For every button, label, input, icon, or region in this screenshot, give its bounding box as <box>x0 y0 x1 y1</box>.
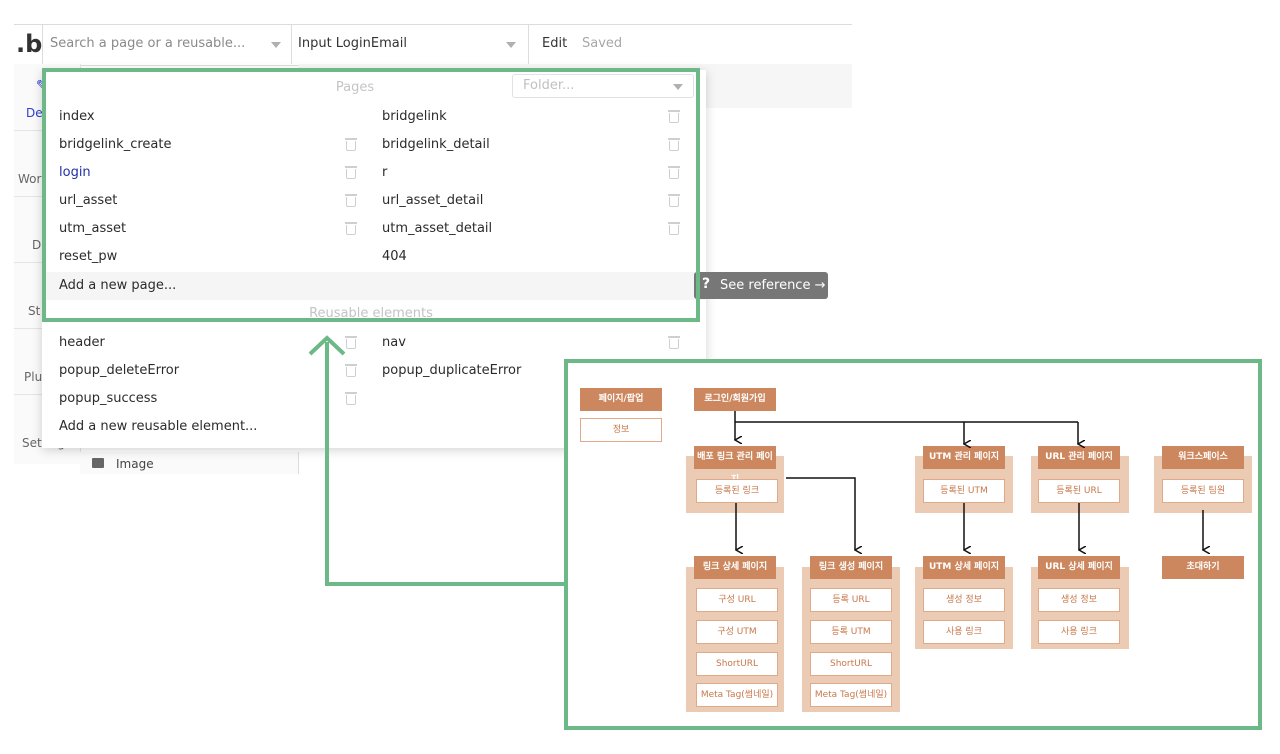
node-item: 사용 링크 <box>1038 620 1120 644</box>
trash-icon[interactable] <box>345 222 357 235</box>
trash-icon[interactable] <box>345 194 357 207</box>
legend-page-popup: 페이지/팝업 <box>580 388 662 411</box>
node-item: 사용 링크 <box>923 620 1005 644</box>
edit-menu[interactable]: Edit <box>542 36 568 51</box>
add-new-page-label: Add a new page... <box>59 278 177 293</box>
sidebar-item-data[interactable]: D <box>32 238 42 252</box>
reusable-section-title: Reusable elements <box>309 306 433 321</box>
bubble-logo[interactable]: .b <box>16 30 43 58</box>
page-item-bridgelink-create[interactable]: bridgelink_create <box>59 137 172 152</box>
page-item-index[interactable]: index <box>59 109 95 124</box>
page-search-input[interactable]: Search a page or a reusable... <box>50 36 246 51</box>
pages-section-title: Pages <box>335 80 375 95</box>
trash-icon[interactable] <box>345 166 357 179</box>
sidebar-item-plugins[interactable]: Plu <box>24 370 43 384</box>
node-item: ShortURL <box>696 652 778 676</box>
chevron-down-icon[interactable] <box>506 42 516 48</box>
node-url-admin: URL 관리 페이지 <box>1038 446 1120 469</box>
element-selector[interactable]: Input LoginEmail <box>290 24 529 64</box>
legend-info: 정보 <box>580 418 662 442</box>
folder-filter-placeholder: Folder... <box>523 78 575 93</box>
trash-icon[interactable] <box>345 336 357 349</box>
sitemap-frame <box>564 359 1262 730</box>
node-login: 로그인/회원가입 <box>694 388 776 411</box>
node-item: 등록 URL <box>810 588 892 612</box>
page-item-r[interactable]: r <box>382 165 388 180</box>
node-invite: 초대하기 <box>1162 556 1244 579</box>
node-url-detail: URL 상세 페이지 <box>1038 556 1120 579</box>
page-item-utm-asset-detail[interactable]: utm_asset_detail <box>382 221 493 236</box>
image-icon <box>92 458 104 468</box>
trash-icon[interactable] <box>345 364 357 377</box>
node-item: 구성 UTM <box>696 620 778 644</box>
element-tree-label: Image <box>116 457 154 471</box>
chevron-down-icon[interactable] <box>271 42 281 48</box>
node-link-detail: 링크 상세 페이지 <box>694 556 776 579</box>
editor-topbar <box>14 24 852 66</box>
node-item: ShortURL <box>810 652 892 676</box>
help-icon: ? <box>702 276 711 292</box>
node-workspace: 워크스페이스 <box>1162 446 1244 469</box>
node-item: 구성 URL <box>696 588 778 612</box>
trash-icon[interactable] <box>668 166 680 179</box>
page-item-utm-asset[interactable]: utm_asset <box>59 221 127 236</box>
trash-icon[interactable] <box>345 138 357 151</box>
node-utm-detail: UTM 상세 페이지 <box>923 556 1005 579</box>
reusable-item-nav[interactable]: nav <box>382 335 406 350</box>
node-item: 등록된 팀원 <box>1162 479 1244 503</box>
reusable-item-popup-duplicate-error[interactable]: popup_duplicateError <box>382 363 522 378</box>
see-reference-button[interactable]: ? See reference → <box>694 272 828 299</box>
add-new-page-button[interactable]: Add a new page... <box>42 272 706 300</box>
sidebar-item-styles[interactable]: St <box>28 304 41 318</box>
chevron-down-icon[interactable] <box>673 84 683 90</box>
node-item: 생성 정보 <box>1038 588 1120 612</box>
trash-icon[interactable] <box>668 336 680 349</box>
page-item-url-asset[interactable]: url_asset <box>59 193 118 208</box>
node-link-create: 링크 생성 페이지 <box>810 556 892 579</box>
trash-icon[interactable] <box>668 138 680 151</box>
page-item-login[interactable]: login <box>59 165 91 180</box>
reusable-item-header[interactable]: header <box>59 335 105 350</box>
page-item-reset-pw[interactable]: reset_pw <box>59 249 118 264</box>
add-new-reusable-button[interactable]: Add a new reusable element... <box>59 419 258 434</box>
node-item: 생성 정보 <box>923 588 1005 612</box>
page-item-url-asset-detail[interactable]: url_asset_detail <box>382 193 484 208</box>
page-item-bridgelink[interactable]: bridgelink <box>382 109 447 124</box>
node-utm-admin: UTM 관리 페이지 <box>923 446 1005 469</box>
node-item: 등록된 UTM <box>923 479 1005 503</box>
trash-icon[interactable] <box>345 392 357 405</box>
trash-icon[interactable] <box>668 110 680 123</box>
connector-arrow <box>308 335 564 586</box>
save-status: Saved <box>582 36 623 51</box>
node-item: 등록된 URL <box>1038 479 1120 503</box>
element-tree-item-image[interactable]: Image <box>80 452 299 474</box>
reusable-item-popup-success[interactable]: popup_success <box>59 391 158 406</box>
highlight-frame-pages <box>42 68 700 322</box>
folder-filter-select[interactable]: Folder... <box>512 74 694 98</box>
trash-icon[interactable] <box>668 222 680 235</box>
sidebar-item-workflow[interactable]: Wor <box>18 172 42 186</box>
reusable-item-popup-delete-error[interactable]: popup_deleteError <box>59 363 180 378</box>
page-search-dropdown[interactable]: Search a page or a reusable... <box>42 24 292 64</box>
node-item: Meta Tag(썸네일) <box>810 683 892 707</box>
sidebar-item-design[interactable]: De <box>26 106 43 120</box>
node-item: 등록된 링크 <box>696 479 778 503</box>
see-reference-label: See reference → <box>720 278 826 293</box>
sitemap-connectors <box>700 411 1240 555</box>
element-selector-value: Input LoginEmail <box>298 36 407 51</box>
node-item: 등록 UTM <box>810 620 892 644</box>
design-icon[interactable]: ✎ <box>36 78 48 94</box>
page-item-404[interactable]: 404 <box>382 249 407 264</box>
trash-icon[interactable] <box>668 194 680 207</box>
page-item-bridgelink-detail[interactable]: bridgelink_detail <box>382 137 490 152</box>
node-item: Meta Tag(썸네일) <box>696 683 778 707</box>
